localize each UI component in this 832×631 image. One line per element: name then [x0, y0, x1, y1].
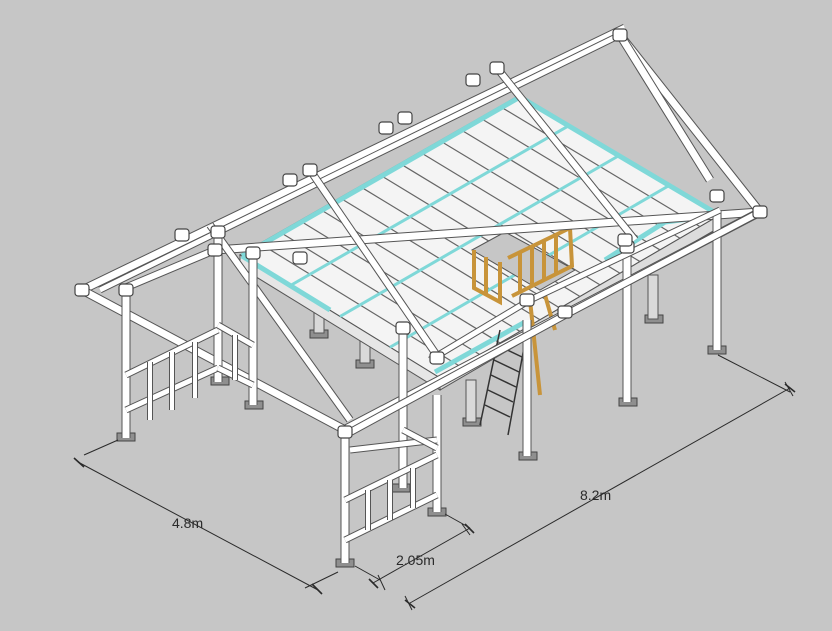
deck-edge-tube	[428, 297, 532, 363]
mid-rafter-tube	[494, 66, 638, 242]
right-rafter-tube-b	[617, 33, 713, 182]
tube-fittings	[74, 28, 768, 439]
cross-beam	[289, 123, 571, 288]
tube-fitting	[174, 228, 190, 242]
ridge-rail	[98, 32, 622, 293]
tube-fitting	[519, 293, 535, 307]
deck-edge-tube-b	[528, 207, 722, 303]
front-rail-tube-b	[563, 209, 762, 318]
tube-fitting	[395, 321, 411, 335]
dimension-lines	[77, 354, 794, 611]
tube-fitting	[489, 61, 505, 75]
wall-rail	[401, 427, 439, 451]
tube-fitting	[752, 205, 768, 219]
tube-fitting	[337, 425, 353, 439]
tube-fitting	[302, 163, 318, 177]
left-gable-brace	[118, 247, 217, 293]
tube-fitting	[612, 28, 628, 42]
tube-fitting	[709, 189, 725, 203]
tube-fitting	[74, 283, 90, 297]
timber-railing	[472, 224, 575, 306]
tube-fitting	[118, 283, 134, 297]
length-dimension-label: 8.2m	[580, 487, 611, 503]
tube-fitting	[245, 246, 261, 260]
width-dimension-label: 4.8m	[172, 515, 203, 531]
tube-fitting	[429, 351, 445, 365]
tube-frame	[79, 23, 764, 563]
rafter-tube-2	[307, 168, 443, 362]
tube-fitting	[282, 173, 298, 187]
front-rail-tube	[343, 312, 567, 438]
tube-fitting	[378, 121, 394, 135]
tube-fitting	[210, 225, 226, 239]
tube-fitting	[207, 243, 223, 257]
tube-fitting	[292, 251, 308, 265]
dimension-ticks	[73, 383, 796, 609]
ridge-tube	[80, 24, 627, 294]
tube-fitting	[557, 305, 573, 319]
tube-fitting	[617, 233, 633, 247]
far-eave-tube	[214, 208, 761, 254]
tube-fitting	[397, 111, 413, 125]
wall-rail	[343, 452, 439, 503]
tube-fitting	[465, 73, 481, 87]
rafter-tube-1	[207, 223, 353, 422]
bay-dimension-label: 2.05m	[396, 552, 435, 568]
